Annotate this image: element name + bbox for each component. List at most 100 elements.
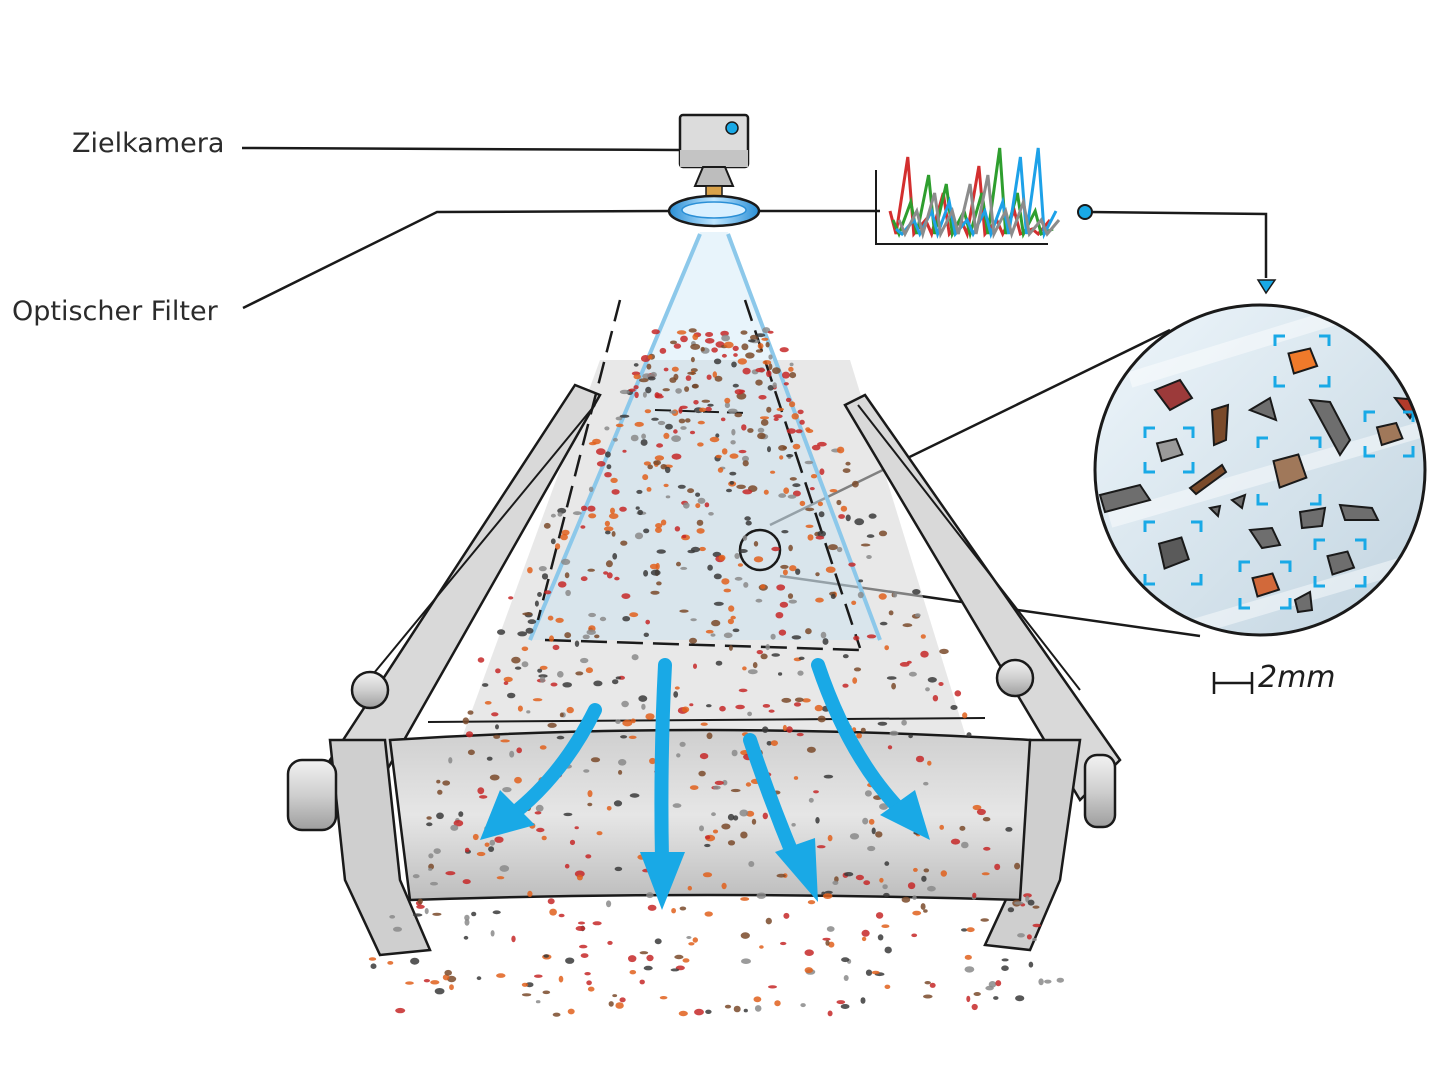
particle <box>655 527 662 533</box>
particle <box>920 634 926 639</box>
flow-arrow-2 <box>654 658 672 867</box>
particle <box>787 593 794 599</box>
particle <box>929 982 936 988</box>
particle <box>792 490 801 497</box>
particle <box>747 428 754 433</box>
particle <box>592 438 601 445</box>
particle <box>567 1008 575 1015</box>
particle <box>463 935 469 940</box>
scan-area-dashed-right <box>743 299 862 649</box>
particle <box>830 594 836 599</box>
spectrum-to-magnifier-line <box>1089 210 1268 278</box>
particle <box>834 876 839 883</box>
particle <box>824 890 833 895</box>
particle <box>1032 923 1042 928</box>
particle <box>462 717 469 725</box>
particle <box>791 413 799 420</box>
lens-icon <box>667 194 761 228</box>
particle <box>966 995 971 1003</box>
particle <box>702 872 713 878</box>
particle <box>738 449 747 454</box>
particle <box>535 804 544 812</box>
particle <box>810 474 818 479</box>
particle <box>938 682 944 686</box>
particle <box>807 900 816 905</box>
camera-mount <box>693 166 735 187</box>
particle <box>773 417 779 421</box>
particle <box>782 446 787 450</box>
right-rail-inner <box>857 404 1081 691</box>
particle <box>927 885 936 892</box>
particle <box>757 343 764 349</box>
particle <box>767 446 771 453</box>
particle <box>585 667 594 674</box>
particle <box>757 427 765 433</box>
particle <box>832 880 839 886</box>
particle <box>673 343 682 349</box>
particle <box>596 448 606 455</box>
particle <box>971 1003 978 1011</box>
particle <box>785 397 792 403</box>
particle <box>676 330 687 335</box>
particle <box>761 337 769 341</box>
particle <box>729 453 739 459</box>
particle <box>681 534 687 539</box>
particle <box>588 612 596 618</box>
spectrum-line-2 <box>891 147 1054 240</box>
particle <box>721 448 728 455</box>
scan-cone <box>528 232 882 652</box>
particle <box>808 797 814 803</box>
particle <box>911 933 918 938</box>
right-roller <box>995 658 1035 698</box>
particle <box>712 829 719 834</box>
particle <box>634 532 644 540</box>
particle <box>723 341 734 349</box>
particle <box>665 423 673 430</box>
particle <box>476 851 486 857</box>
particle <box>768 363 773 371</box>
particle <box>747 669 758 675</box>
particle <box>462 879 471 885</box>
particle <box>638 695 648 702</box>
particle <box>370 963 377 969</box>
particle <box>612 553 618 560</box>
particle <box>867 845 876 852</box>
particle <box>527 619 537 625</box>
particle <box>726 488 732 493</box>
particle <box>494 836 504 843</box>
particle <box>430 881 438 886</box>
particle <box>689 637 697 644</box>
particle <box>697 420 705 425</box>
particle <box>981 872 990 876</box>
particle <box>558 975 564 983</box>
particle <box>650 590 660 595</box>
particle <box>476 976 482 981</box>
particle <box>755 598 763 603</box>
particle <box>939 824 944 830</box>
particle <box>878 530 888 537</box>
particle <box>605 451 611 458</box>
particle <box>736 484 746 489</box>
particle <box>550 538 556 545</box>
particle <box>637 509 643 516</box>
particle <box>743 582 749 588</box>
particle <box>606 806 612 811</box>
fragment-12 <box>1248 526 1282 550</box>
particle <box>912 589 921 595</box>
particle <box>647 354 653 360</box>
particle <box>588 513 597 519</box>
particle <box>689 703 694 707</box>
particle <box>739 389 746 394</box>
fragment-2 <box>1210 403 1230 447</box>
particle <box>677 484 686 489</box>
particle <box>768 985 777 989</box>
particle <box>733 353 738 357</box>
particle <box>541 573 549 580</box>
particle <box>642 391 647 398</box>
particle <box>719 705 726 712</box>
particle <box>675 388 682 394</box>
particle <box>798 656 805 660</box>
particle <box>465 731 474 738</box>
fragment-8 <box>1230 493 1247 510</box>
particle <box>482 683 489 687</box>
